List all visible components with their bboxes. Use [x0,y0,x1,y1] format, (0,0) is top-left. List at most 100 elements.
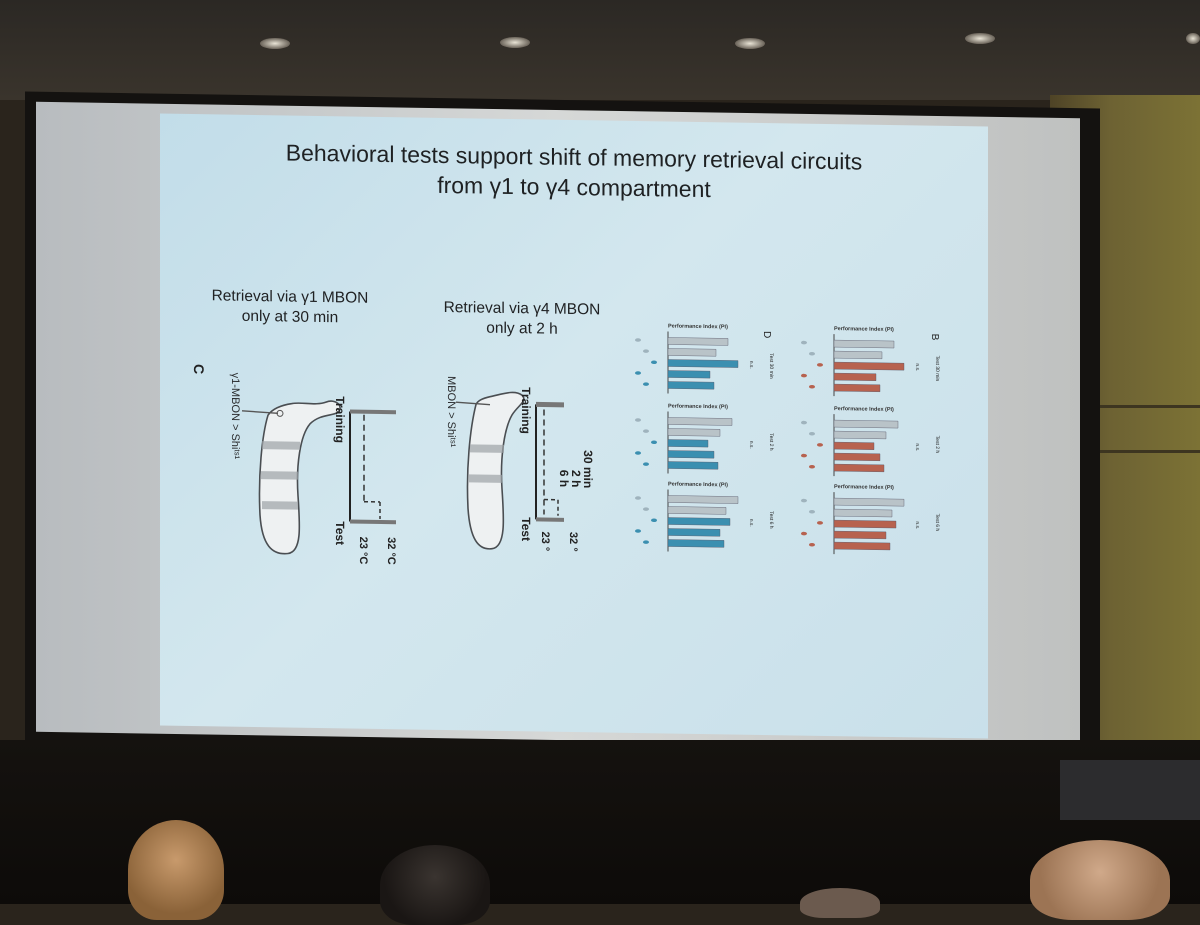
genotype-dot [809,432,815,436]
genotype-dot [635,451,641,455]
mini-bar-chart: Performance Index (PI) n.s. Test 2 h [635,403,774,475]
mini-bar [834,431,886,439]
mini-bar [834,362,904,370]
mini-bar [834,351,882,359]
left-temp-low: 23 °C [357,537,369,565]
middle-temp-low: 23 ° [539,531,551,551]
genotype-dot [809,543,815,547]
presentation-slide: Behavioral tests support shift of memory… [160,113,988,738]
significance-label: n.s. [914,363,920,371]
test-label: Test 30 min [934,356,940,382]
significance-label: n.s. [748,361,754,369]
left-mushroom-body-diagram [242,400,340,555]
mini-bar [834,420,898,428]
mini-bar [668,381,714,389]
mini-chart-title: Performance Index (PI) [668,481,728,488]
mini-bar [834,531,886,539]
mini-bar [834,453,880,461]
genotype-dot [635,338,641,342]
mini-bar [834,542,890,550]
mini-bar [668,506,726,514]
audience-head [1030,840,1170,920]
genotype-dot [643,507,649,511]
genotype-dot [643,382,649,386]
genotype-dot [651,360,657,364]
mini-bar-chart: Performance Index (PI) n.s. Test 6 h [635,481,774,553]
genotype-dot [801,499,807,503]
genotype-dot [643,462,649,466]
left-panel-letter: C [191,364,207,374]
mini-chart-title: Performance Index (PI) [668,403,728,410]
genotype-dot [817,363,823,367]
left-timeline-top: Training [333,396,347,443]
left-temp-high: 32 °C [385,537,397,565]
middle-timeline-top: Training [519,387,533,434]
genotype-dot [801,341,807,345]
mini-chart-title: Performance Index (PI) [834,406,894,413]
mini-bar [668,461,718,469]
ceiling-light [500,37,530,48]
mini-bar [834,373,876,381]
genotype-dot [809,510,815,514]
genotype-dot [643,540,649,544]
mini-bar [834,509,892,517]
left-timeline: Training Test 32 °C 23 °C [333,396,397,565]
genotype-dot [651,440,657,444]
test-label: Test 6 h [768,511,774,529]
genotype-dot [651,518,657,522]
mini-bar [668,450,714,458]
genotype-dot [809,385,815,389]
genotype-dot [635,529,641,533]
genotype-dot [817,521,823,525]
middle-timeline: Training Test 30 min 2 h 6 h 32 ° 23 ° [519,387,595,552]
significance-label: n.s. [914,443,920,451]
genotype-dot [801,421,807,425]
significance-label: n.s. [914,521,920,529]
left-genotype-label: γ1-MBON > Shiᵗˢ¹ [229,373,241,460]
ceiling-light [965,33,995,44]
bar-chart-thumbnails: Performance Index (PI)n.s.Test 30 minPer… [635,323,940,556]
genotype-dot [817,443,823,447]
mini-chart-title: Performance Index (PI) [834,326,894,333]
mini-bar-chart: Performance Index (PI) n.s. Test 6 h [801,484,940,556]
mini-bar [668,370,710,378]
mini-bar [668,528,720,536]
audience-head [800,888,880,918]
mini-bar [668,428,720,436]
test-label: Test 2 h [768,433,774,451]
audience-head [380,845,490,925]
mini-bar [668,348,716,356]
panel-letter-d: D [761,331,772,338]
genotype-dot [801,374,807,378]
genotype-dot [643,349,649,353]
mini-bar [834,520,896,528]
mini-bar [668,337,728,345]
equipment-box [1060,760,1200,820]
middle-mushroom-body-diagram [456,392,524,550]
mini-chart-title: Performance Index (PI) [834,484,894,491]
mini-bar [834,340,894,348]
genotype-dot [643,429,649,433]
mini-bar [668,417,732,425]
genotype-dot [809,352,815,356]
test-label: Test 30 min [768,353,774,379]
middle-temp-high: 32 ° [567,532,579,552]
slide-figures: γ1-MBON > Shiᵗˢ¹ C Training Test 32 °C 2… [160,113,988,738]
genotype-dot [635,496,641,500]
middle-genotype-label: MBON > Shiᵗˢ¹ [445,376,457,448]
middle-timeline-bottom: Test [519,517,533,541]
middle-interval-3: 6 h [557,470,571,488]
panel-letter-b: B [929,334,940,341]
mini-bar-chart: Performance Index (PI)n.s.Test 2 h [801,406,940,478]
test-label: Test 6 h [934,514,940,532]
mini-bar [834,384,880,392]
mini-bar [834,442,874,450]
significance-label: n.s. [748,519,754,527]
ceiling-light [260,38,290,49]
mini-bar [834,498,904,506]
ceiling-light [735,38,765,49]
ceiling [0,0,1200,100]
genotype-dot [801,532,807,536]
significance-label: n.s. [748,441,754,449]
mini-bar [834,464,884,472]
